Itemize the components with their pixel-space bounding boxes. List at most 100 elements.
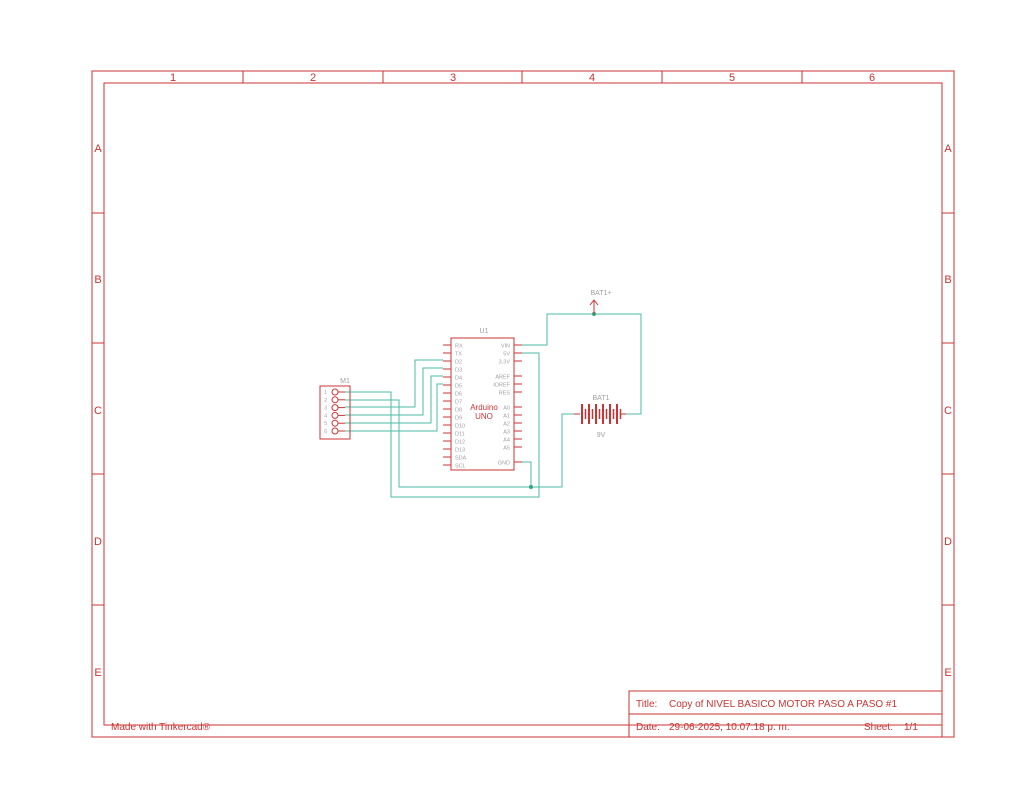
title-value: Copy of NIVEL BASICO MOTOR PASO A PASO #…	[669, 699, 897, 710]
pin-label: RX	[455, 344, 463, 350]
inner-frame	[103, 82, 943, 726]
motor-pin-number: 4	[324, 413, 327, 419]
pin-label: D8	[455, 408, 462, 414]
pin-label: TX	[455, 352, 462, 358]
pin-label: A3	[503, 430, 510, 436]
pin-label: GND	[498, 461, 510, 467]
pin-label: A1	[503, 414, 510, 420]
pin-label: D12	[455, 440, 465, 446]
battery-positive-terminal: BAT1+	[589, 290, 612, 314]
row-label: B	[94, 274, 101, 286]
battery-bat1[interactable]: BAT1 9V	[574, 395, 626, 439]
wire-d5-motor-pin6	[345, 383, 443, 432]
junction-dot	[529, 485, 533, 489]
pin-label: D2	[455, 360, 462, 366]
pin-label: A0	[503, 406, 510, 412]
pin-label: SCL	[455, 464, 466, 470]
pin-label: D10	[455, 424, 465, 430]
motor-pin-number: 1	[324, 390, 327, 396]
motor-pin-circle	[331, 427, 339, 435]
motor-m1[interactable]: M1 1 2 34 5 6	[319, 378, 351, 440]
made-with-tinkercad: Made with Tinkercad®	[111, 722, 211, 733]
motor-pin-circle	[331, 419, 339, 427]
battery-cells-icon	[574, 404, 626, 424]
pin-label: IOREF	[493, 383, 510, 389]
arduino-body	[450, 337, 515, 471]
pin-label: D6	[455, 392, 462, 398]
arduino-name-line2: UNO	[475, 412, 493, 421]
sheet-value: 1/1	[904, 722, 918, 733]
motor-pin-circle	[331, 396, 339, 404]
pin-label: D9	[455, 416, 462, 422]
row-labels-right: A B C D E	[944, 143, 952, 679]
column-labels: 1 2 3 4 5 6	[170, 72, 875, 84]
outer-frame	[91, 70, 955, 738]
pin-label: D4	[455, 376, 462, 382]
pin-label: D7	[455, 400, 462, 406]
battery-value: 9V	[597, 432, 606, 439]
date-label: Date:	[636, 722, 660, 733]
row-label: B	[944, 274, 951, 286]
motor-pin-circle	[331, 411, 339, 419]
motor-pin-circle	[331, 404, 339, 412]
motor-body	[319, 385, 351, 440]
row-label: D	[94, 536, 102, 548]
column-label: 6	[869, 72, 875, 84]
title-label: Title:	[636, 699, 657, 710]
wire-vin-battery-positive	[514, 313, 642, 415]
motor-pin-number: 2	[324, 398, 327, 404]
column-label: 5	[729, 72, 735, 84]
motor-pin-number: 5	[324, 421, 327, 427]
wires	[345, 313, 642, 498]
pin-label: D5	[455, 384, 462, 390]
column-label: 1	[170, 72, 176, 84]
column-label: 2	[310, 72, 316, 84]
motor-pin-number: 6	[324, 429, 327, 435]
date-value: 29-06-2025, 10:07:18 p. m.	[669, 722, 790, 733]
row-label: A	[944, 143, 952, 155]
wire-5v-motor-pin1	[345, 352, 540, 498]
pin-label: 3.3V	[499, 360, 511, 366]
pin-label: RES	[499, 391, 511, 397]
column-label: 4	[589, 72, 595, 84]
pin-label: A4	[503, 438, 510, 444]
arduino-ref: U1	[480, 328, 489, 335]
motor-pin-circle	[331, 388, 339, 396]
pin-label: D3	[455, 368, 462, 374]
battery-ref: BAT1	[593, 395, 610, 402]
row-dividers	[92, 212, 954, 606]
column-label: 3	[450, 72, 456, 84]
row-label: E	[944, 667, 951, 679]
arduino-name-line1: Arduino	[470, 403, 498, 412]
pin-label: AREF	[495, 375, 510, 381]
row-label: D	[944, 536, 952, 548]
pin-label: D11	[455, 432, 465, 438]
pin-label: A2	[503, 422, 510, 428]
row-label: E	[94, 667, 101, 679]
pin-label: 5V	[503, 352, 510, 358]
pin-label: D13	[455, 448, 465, 454]
row-label: C	[944, 405, 952, 417]
wire-gnd-motor-pin2	[345, 399, 532, 488]
motor-pins: 1 2 34 5 6	[324, 388, 345, 435]
title-block: Title: Copy of NIVEL BASICO MOTOR PASO A…	[628, 690, 943, 738]
motor-ref: M1	[340, 378, 350, 385]
row-labels-left: A B C D E	[94, 143, 102, 679]
pin-label: A5	[503, 446, 510, 452]
motor-pin-number: 3	[324, 406, 327, 412]
row-label: A	[94, 143, 102, 155]
wire-d4-motor-pin5	[345, 375, 443, 424]
pin-label: VIN	[501, 344, 510, 350]
wire-battery-negative-gnd	[531, 413, 574, 488]
battery-terminal-label: BAT1+	[590, 290, 611, 297]
row-label: C	[94, 405, 102, 417]
column-dividers	[242, 71, 803, 83]
sheet-label: Sheet:	[864, 722, 893, 733]
pin-label: SDA	[455, 456, 467, 462]
wire-d2-motor-pin3	[345, 359, 443, 408]
